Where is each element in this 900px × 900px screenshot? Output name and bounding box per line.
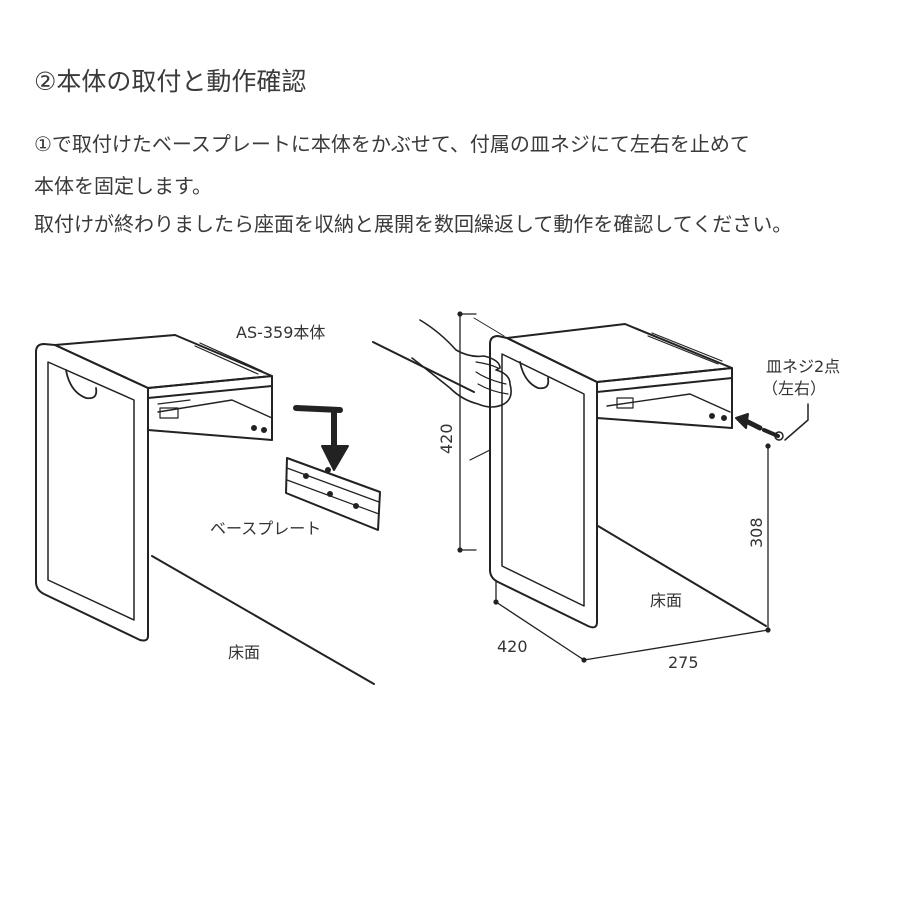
dim-width-label: 420 (497, 637, 528, 656)
hand-icon (411, 319, 512, 408)
dimension-endpoints (457, 311, 771, 663)
instruction-line-1: ①で取付けたベースプレートに本体をかぶせて、付属の皿ネジにて左右を止めて (34, 132, 750, 156)
dim-height-label: 420 (437, 423, 456, 454)
instruction-line-2: 本体を固定します。 (34, 174, 212, 198)
dim-depth-line (583, 629, 769, 661)
instruction-line-3: 取付けが終わりましたら座面を収納と展開を数回繰返して動作を確認してください。 (34, 212, 793, 236)
screw-sub-label: （左右） (762, 379, 826, 398)
right-floor-line (597, 525, 767, 627)
screw-label-leader (784, 403, 809, 441)
screw-icon (762, 428, 784, 441)
left-seat-illustration (35, 334, 381, 685)
body-label: AS-359本体 (236, 323, 325, 342)
dim-width-line (495, 601, 585, 661)
left-front-panel (35, 343, 149, 642)
dim-mount-height-label: 308 (747, 517, 766, 548)
base-plate-label: ベースプレート (210, 519, 321, 538)
right-seat-illustration (489, 323, 767, 629)
base-plate (285, 457, 381, 531)
left-arrow-icon (735, 413, 763, 431)
screw-label: 皿ネジ2点 (766, 357, 840, 376)
section-heading: ②本体の取付と動作確認 (34, 67, 307, 96)
left-floor-line (151, 555, 375, 685)
dimension-lines (459, 313, 769, 661)
left-floor-label: 床面 (228, 643, 260, 662)
right-front-panel (489, 335, 598, 629)
dim-depth-label: 275 (668, 653, 699, 672)
down-arrow-icon (293, 405, 349, 471)
right-floor-label: 床面 (650, 591, 682, 610)
